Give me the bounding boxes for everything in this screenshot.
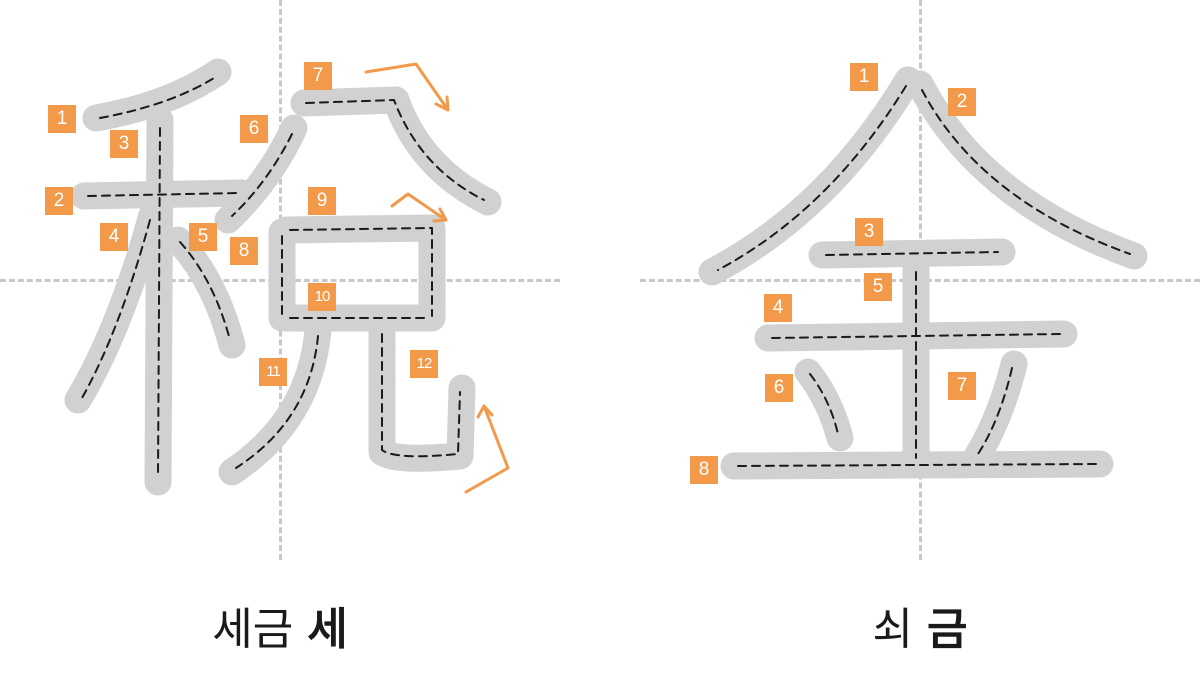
stroke-number-badge: 9 xyxy=(308,187,336,215)
ink-stroke-7 xyxy=(962,350,1028,472)
caption-sound: 금 xyxy=(927,604,968,655)
stroke-number-badge: 7 xyxy=(304,62,332,90)
caption-sound: 세 xyxy=(307,604,348,655)
stroke-number-badge: 11 xyxy=(259,358,287,386)
arrow-icon xyxy=(364,62,450,112)
arrow-icon xyxy=(464,404,510,494)
glyph-ink xyxy=(64,58,502,496)
stroke-number-badge: 6 xyxy=(765,374,793,402)
glyph-traces xyxy=(81,77,485,477)
stroke-number-badge: 8 xyxy=(690,456,718,484)
ink-stroke-1 xyxy=(698,66,922,286)
stroke-number-badge: 4 xyxy=(100,223,128,251)
character-panel-left: 1 2 3 4 5 6 7 8 9 10 11 12 세금 세 xyxy=(0,0,560,692)
stroke-order-glyph xyxy=(64,58,510,496)
stroke-number-badge: 5 xyxy=(189,223,217,251)
character-caption: 세금 세 xyxy=(0,604,560,657)
direction-arrows xyxy=(364,62,510,494)
stroke-number-badge: 12 xyxy=(410,350,438,378)
glyph-ink xyxy=(698,66,1148,480)
glyph-traces xyxy=(717,85,1131,467)
stroke-number-badge: 4 xyxy=(764,294,792,322)
stroke-number-badge: 2 xyxy=(948,88,976,116)
ink-stroke-1 xyxy=(82,58,232,132)
ink-stroke-5 xyxy=(164,226,246,359)
stroke-number-badge: 3 xyxy=(855,218,883,246)
stroke-number-badge: 8 xyxy=(230,237,258,265)
stroke-number-badge: 7 xyxy=(948,372,976,400)
stroke-number-badge: 10 xyxy=(308,283,336,311)
stroke-number-badge: 2 xyxy=(45,187,73,215)
ink-stroke-2 xyxy=(906,70,1148,270)
stroke-number-badge: 3 xyxy=(110,130,138,158)
stroke-number-badge: 6 xyxy=(240,115,268,143)
stroke-number-badge: 1 xyxy=(850,63,878,91)
stroke-number-badge: 5 xyxy=(864,273,892,301)
ink-stroke-11 xyxy=(218,316,332,486)
character-caption: 쇠 금 xyxy=(640,604,1200,657)
stroke-order-glyph xyxy=(698,66,1148,480)
caption-meaning: 세금 xyxy=(212,604,294,655)
caption-meaning: 쇠 xyxy=(872,604,913,655)
ink-stroke-6 xyxy=(794,358,854,452)
ink-stroke-12 xyxy=(368,316,476,472)
stroke-number-badge: 1 xyxy=(48,105,76,133)
arrow-icon xyxy=(390,192,448,223)
character-panel-right: 1 2 3 4 5 6 7 8 쇠 금 xyxy=(640,0,1200,692)
